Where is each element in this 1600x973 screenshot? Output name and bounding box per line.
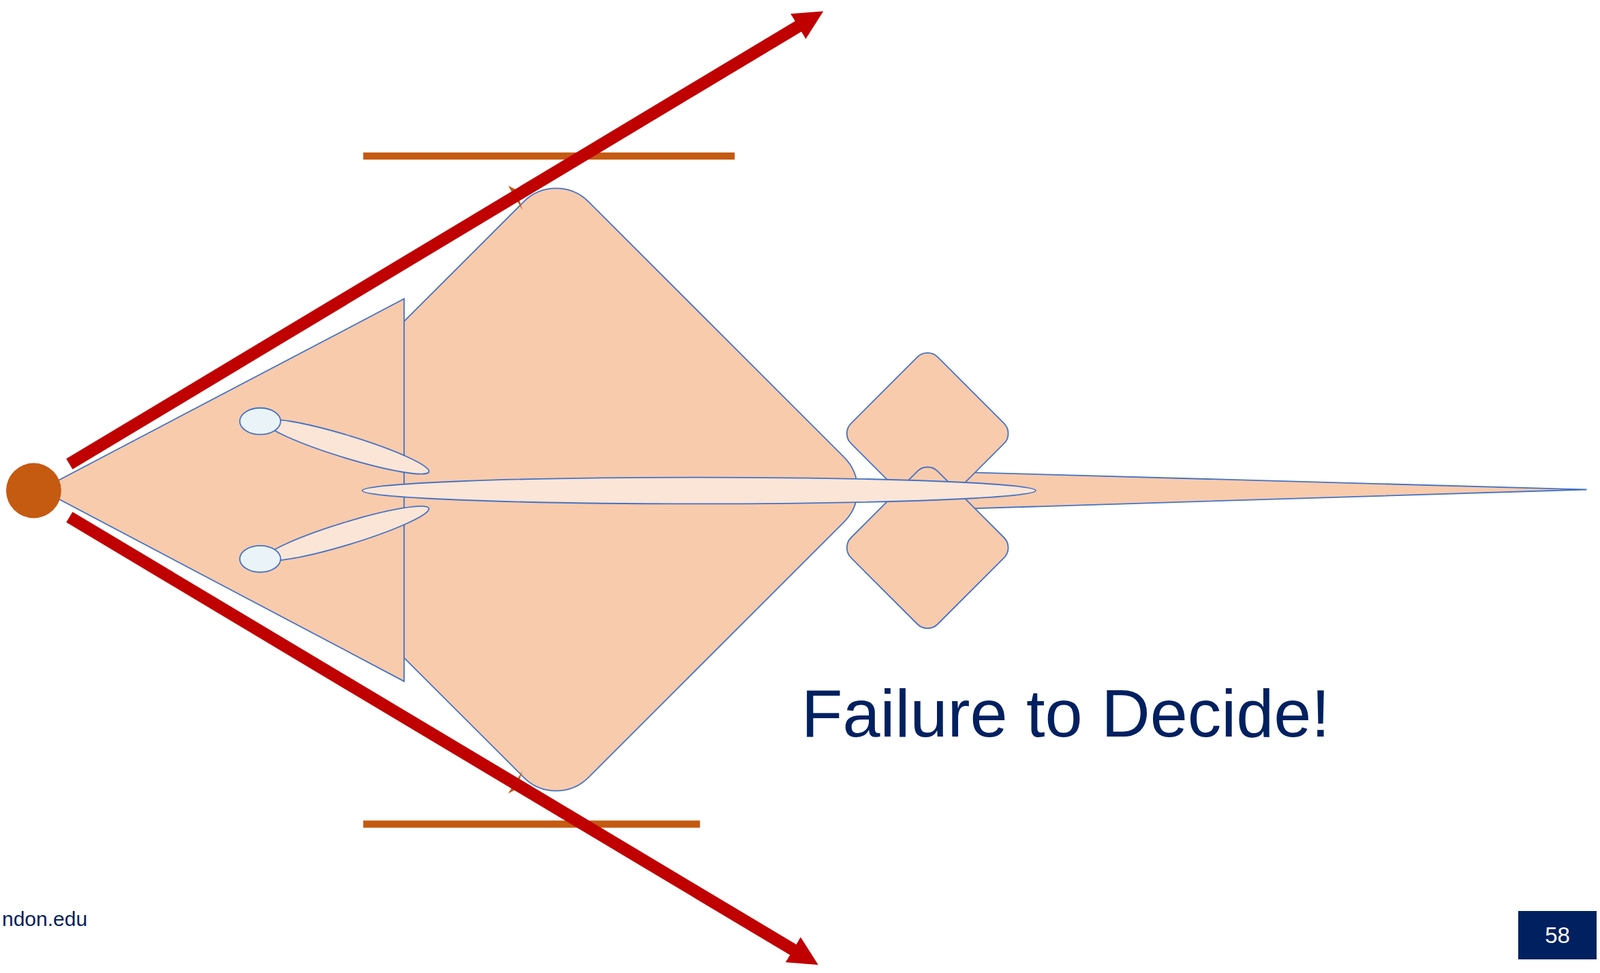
eye xyxy=(239,545,281,573)
slide-message: Failure to Decide! xyxy=(801,674,1331,753)
orange-bar xyxy=(363,820,700,828)
orange-bar xyxy=(363,152,735,160)
red-arrow xyxy=(69,517,809,959)
page-number-box: 58 xyxy=(1518,911,1597,960)
nose-triangle xyxy=(40,299,405,682)
page-number: 58 xyxy=(1544,922,1571,949)
footer-url: ndon.edu xyxy=(2,907,88,931)
orange-dot xyxy=(6,463,62,519)
arm xyxy=(261,410,433,483)
spine xyxy=(362,477,1036,505)
eye xyxy=(239,408,281,435)
red-arrow xyxy=(69,17,814,465)
arm xyxy=(261,497,433,569)
